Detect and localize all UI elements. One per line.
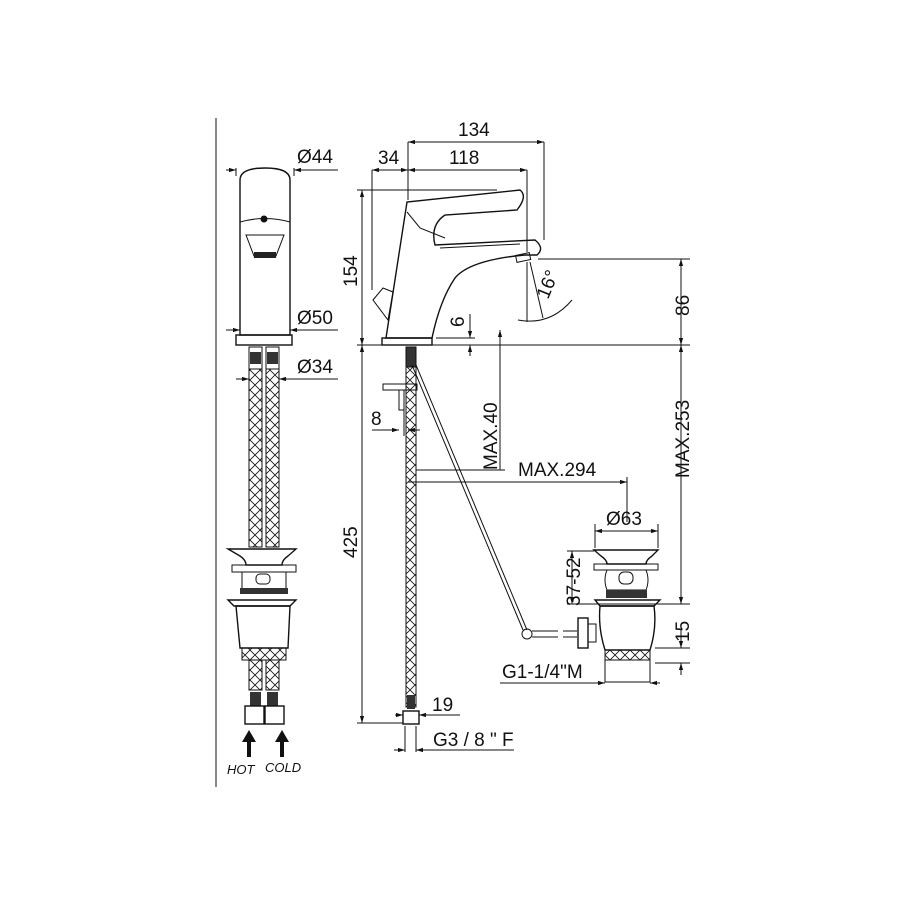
- faucet-side-body: [239, 167, 291, 336]
- dim-37-52: 37-52: [564, 557, 585, 606]
- dim-15: 15: [673, 621, 694, 642]
- dim-max-294: MAX.294: [518, 460, 597, 481]
- faucet-front-body: [385, 189, 542, 339]
- drain-assembly: Ø63 37-52 15 G1-1/4"M: [500, 509, 694, 686]
- arrow-up-hot-icon: [242, 730, 256, 757]
- dim-34: 34: [378, 148, 400, 169]
- drain-side-body: [235, 605, 291, 649]
- rod-nut: [577, 617, 589, 649]
- dim-86: 86: [673, 295, 694, 316]
- dim-154: 154: [341, 255, 362, 287]
- front-base-plate: [381, 337, 433, 346]
- hose-front: [405, 366, 417, 708]
- hose-hot: [248, 368, 263, 548]
- drain-flange: [592, 549, 660, 565]
- dim-diameter-50: Ø50: [297, 308, 333, 329]
- dim-diameter-63: Ø63: [606, 509, 642, 530]
- hose-cold: [265, 368, 280, 548]
- dim-diameter-34: Ø34: [297, 357, 333, 378]
- dim-134: 134: [458, 120, 490, 141]
- lever-knob: [372, 287, 394, 322]
- nut-hot: [244, 705, 265, 725]
- dim-g1-1-4-m: G1-1/4"M: [502, 662, 583, 683]
- arrow-up-cold-icon: [275, 730, 289, 757]
- drain-side-flange: [225, 548, 298, 566]
- label-hot: HOT: [227, 762, 256, 777]
- pop-up-rod: [411, 364, 524, 631]
- dim-19: 19: [432, 695, 453, 716]
- dim-g3-8-f: G3 / 8 " F: [433, 730, 514, 751]
- drain-body: [598, 605, 656, 651]
- dim-118: 118: [449, 148, 479, 169]
- side-base-plate: [235, 334, 293, 346]
- angle-arc: [517, 299, 573, 322]
- dim-16-deg: 16°: [533, 267, 563, 302]
- dim-8: 8: [371, 409, 382, 430]
- dim-6: 6: [448, 316, 469, 327]
- dim-diameter-44: Ø44: [297, 147, 333, 168]
- side-view: Ø44 Ø50 Ø34 HOT COLD: [225, 147, 338, 777]
- label-cold: COLD: [265, 760, 301, 775]
- dim-max-253: MAX.253: [673, 400, 694, 478]
- dim-425: 425: [341, 526, 362, 558]
- nut-cold: [264, 705, 285, 725]
- dim-max-40: MAX.40: [481, 402, 502, 470]
- nut-front: [402, 710, 420, 725]
